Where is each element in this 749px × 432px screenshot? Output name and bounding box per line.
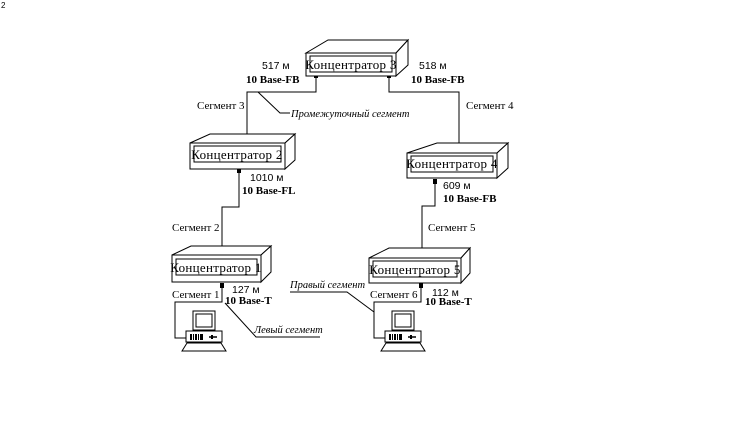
computer-icon[interactable] — [181, 310, 227, 352]
distance-label: 518 м — [419, 60, 447, 72]
cables — [174, 76, 460, 339]
hub-4-label: Концентратор 4 — [406, 156, 498, 171]
segment-5-label: Сегмент 5 — [428, 222, 476, 234]
leader-left — [224, 302, 320, 338]
segment-4-label: Сегмент 4 — [466, 100, 514, 112]
distance-label: 517 м — [262, 60, 290, 72]
right-segment-note: Правый сегмент — [289, 280, 365, 291]
hub-4[interactable]: Концентратор 4 — [406, 141, 510, 180]
cable-segment-6 — [373, 285, 422, 339]
standard-label: 10 Base-T — [425, 296, 472, 308]
distance-label: 1010 м — [250, 172, 284, 184]
hub-5-label: Концентратор 5 — [369, 262, 460, 277]
standard-label: 10 Base-FB — [411, 74, 465, 86]
distance-label: 127 м — [232, 284, 260, 296]
link-609: 609 м 10 Base-FB — [443, 180, 497, 205]
hub-2[interactable]: Концентратор 2 — [189, 132, 297, 171]
standard-label: 10 Base-FL — [242, 185, 295, 197]
computer-icon[interactable] — [380, 310, 426, 352]
left-segment-note: Левый сегмент — [253, 325, 323, 336]
corner-mark: 2 — [1, 1, 6, 10]
link-127: 127 м 10 Base-T — [225, 284, 272, 307]
intermediate-segment-note: Промежуточный сегмент — [290, 109, 410, 120]
standard-label: 10 Base-T — [225, 295, 272, 307]
segment-2-label: Сегмент 2 — [172, 222, 220, 234]
link-518: 518 м 10 Base-FB — [411, 60, 465, 86]
hub-2-label: Концентратор 2 — [191, 147, 282, 162]
leader-intermediate — [257, 91, 290, 114]
cable-segment-2 — [221, 170, 240, 253]
hub-5[interactable]: Концентратор 5 — [368, 246, 472, 285]
segment-1-label: Сегмент 1 — [172, 289, 220, 301]
cable-segment-5 — [421, 180, 436, 257]
leader-right — [290, 291, 375, 313]
link-112: 112 м 10 Base-T — [425, 287, 472, 308]
distance-label: 609 м — [443, 180, 471, 192]
segment-3-label: Сегмент 3 — [197, 100, 245, 112]
hub-1[interactable]: Концентратор 1 — [170, 244, 273, 284]
standard-label: 10 Base-FB — [443, 193, 497, 205]
link-1010: 1010 м 10 Base-FL — [242, 172, 295, 197]
cable-segment-4 — [388, 76, 460, 155]
cable-segment-3 — [246, 76, 317, 145]
hub-3-label: Концентратор 3 — [305, 57, 396, 72]
segment-6-label: Сегмент 6 — [370, 289, 418, 301]
hub-1-label: Концентратор 1 — [170, 260, 261, 275]
hub-3[interactable]: Концентратор 3 — [304, 38, 410, 78]
standard-label: 10 Base-FB — [246, 74, 300, 86]
cable-segment-1 — [174, 285, 223, 339]
link-517: 517 м 10 Base-FB — [246, 60, 300, 86]
distance-label: 112 м — [432, 287, 459, 299]
